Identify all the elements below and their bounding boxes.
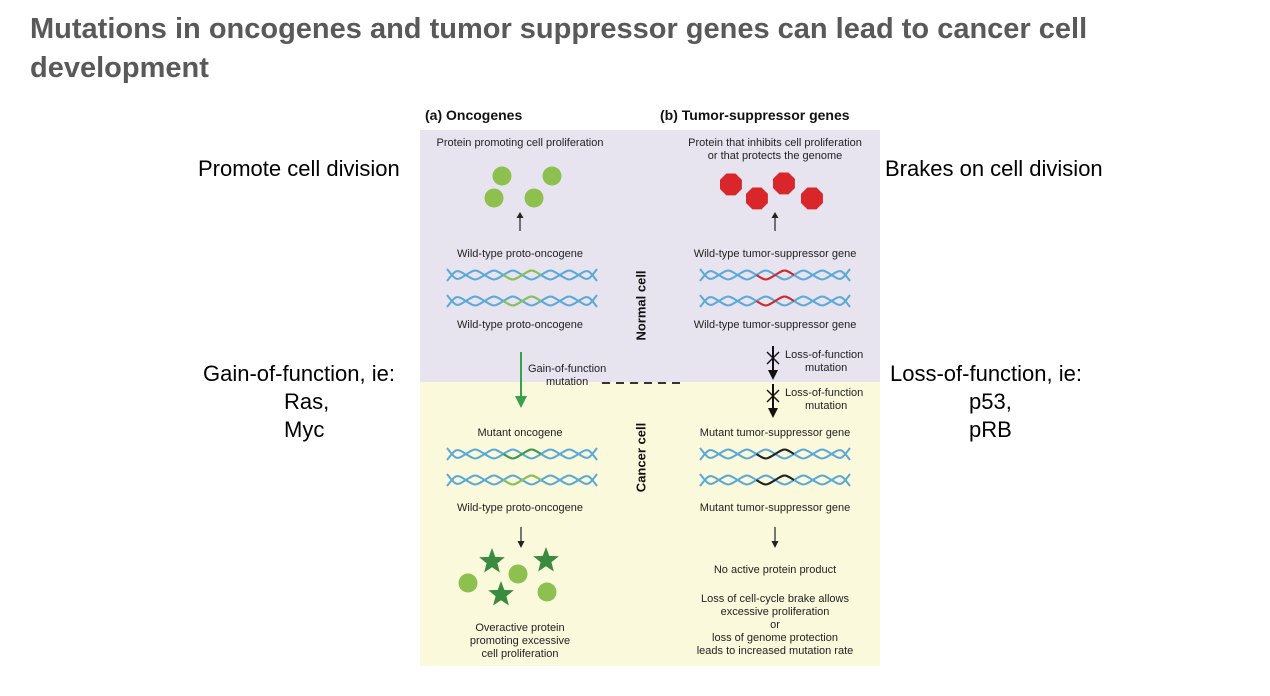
cancer-cell-region <box>420 382 880 666</box>
normal-cell-label: Normal cell <box>633 270 649 341</box>
loss-of-function-2-line1: Loss-of-function <box>785 387 864 399</box>
wild-type-proto-oncogene-bottom: Wild-type proto-oncogene <box>457 319 583 331</box>
up-arrow-icon <box>516 212 524 231</box>
dna-helix-icon <box>699 447 851 461</box>
gain-of-function-label: Gain-of-function, ie: <box>203 361 395 386</box>
overactive-protein-stars <box>458 547 559 606</box>
wild-type-proto-oncogene-top: Wild-type proto-oncogene <box>457 248 583 260</box>
red-protein-octagons <box>720 172 823 210</box>
dna-helix-icon <box>446 294 598 308</box>
wild-type-proto-oncogene-cancer: Wild-type proto-oncogene <box>457 502 583 514</box>
loss-of-function-1-line2: mutation <box>805 362 848 374</box>
loss-of-function-arrow-2 <box>766 384 780 418</box>
gain-of-function-arrow <box>515 352 527 408</box>
consequence-line2: excessive proliferation <box>720 606 830 618</box>
brakes-on-cell-division-label: Brakes on cell division <box>885 156 1103 181</box>
loss-of-function-label: Loss-of-function, ie: <box>890 361 1082 386</box>
slide-title: Mutations in oncogenes and tumor suppres… <box>30 13 1088 84</box>
consequence-line4: loss of genome protection <box>712 632 838 644</box>
no-active-protein-label: No active protein product <box>713 564 837 576</box>
dna-helix-icon <box>699 473 851 487</box>
loss-of-function-arrow-1 <box>766 346 780 380</box>
mutant-tsg-bottom: Mutant tumor-suppressor gene <box>699 502 851 514</box>
dna-helix-icon <box>446 447 598 461</box>
dna-helix-icon <box>699 294 851 308</box>
dna-helix-icon <box>446 268 598 282</box>
gain-of-function-mutation-line2: mutation <box>546 376 589 388</box>
down-arrow-icon <box>771 527 779 548</box>
consequence-line1: Loss of cell-cycle brake allows <box>701 593 849 605</box>
p53-label: p53, <box>969 389 1012 414</box>
protein-promoting-label: Protein promoting cell proliferation <box>436 137 604 149</box>
mutant-tsg-top: Mutant tumor-suppressor gene <box>699 427 851 439</box>
protein-inhibits-line1: Protein that inhibits cell proliferation <box>688 137 862 149</box>
prb-label: pRB <box>969 417 1012 442</box>
green-protein-circles <box>484 166 562 208</box>
overactive-protein-line1: Overactive protein <box>475 622 565 634</box>
dna-helix-icon <box>446 473 598 487</box>
overactive-protein-line2: promoting excessive <box>469 635 571 647</box>
normal-cancer-boundary-line <box>602 382 680 384</box>
ras-label: Ras, <box>284 389 330 414</box>
wild-type-tsg-bottom: Wild-type tumor-suppressor gene <box>693 319 857 331</box>
down-arrow-icon <box>517 527 525 548</box>
loss-of-function-2-line2: mutation <box>805 400 848 412</box>
oncogene-tumor-suppressor-figure: (a) Oncogenes (b) Tumor-suppressor genes… <box>420 102 880 666</box>
promote-cell-division-label: Promote cell division <box>198 156 400 181</box>
myc-label: Myc <box>284 417 325 442</box>
up-arrow-icon <box>771 212 779 231</box>
dna-helix-icon <box>699 268 851 282</box>
wild-type-tsg-top: Wild-type tumor-suppressor gene <box>693 248 857 260</box>
loss-of-function-1-line1: Loss-of-function <box>785 349 864 361</box>
panel-b-heading: (b) Tumor-suppressor genes <box>660 107 850 123</box>
consequence-line3: or <box>770 619 780 631</box>
gain-of-function-mutation-line1: Gain-of-function <box>528 363 607 375</box>
overactive-protein-line3: cell proliferation <box>481 648 559 660</box>
cancer-cell-label: Cancer cell <box>633 422 649 493</box>
mutant-oncogene-label: Mutant oncogene <box>477 427 563 439</box>
panel-a-heading: (a) Oncogenes <box>425 107 523 123</box>
protein-inhibits-line2: or that protects the genome <box>707 150 843 162</box>
consequence-line5: leads to increased mutation rate <box>696 645 854 657</box>
